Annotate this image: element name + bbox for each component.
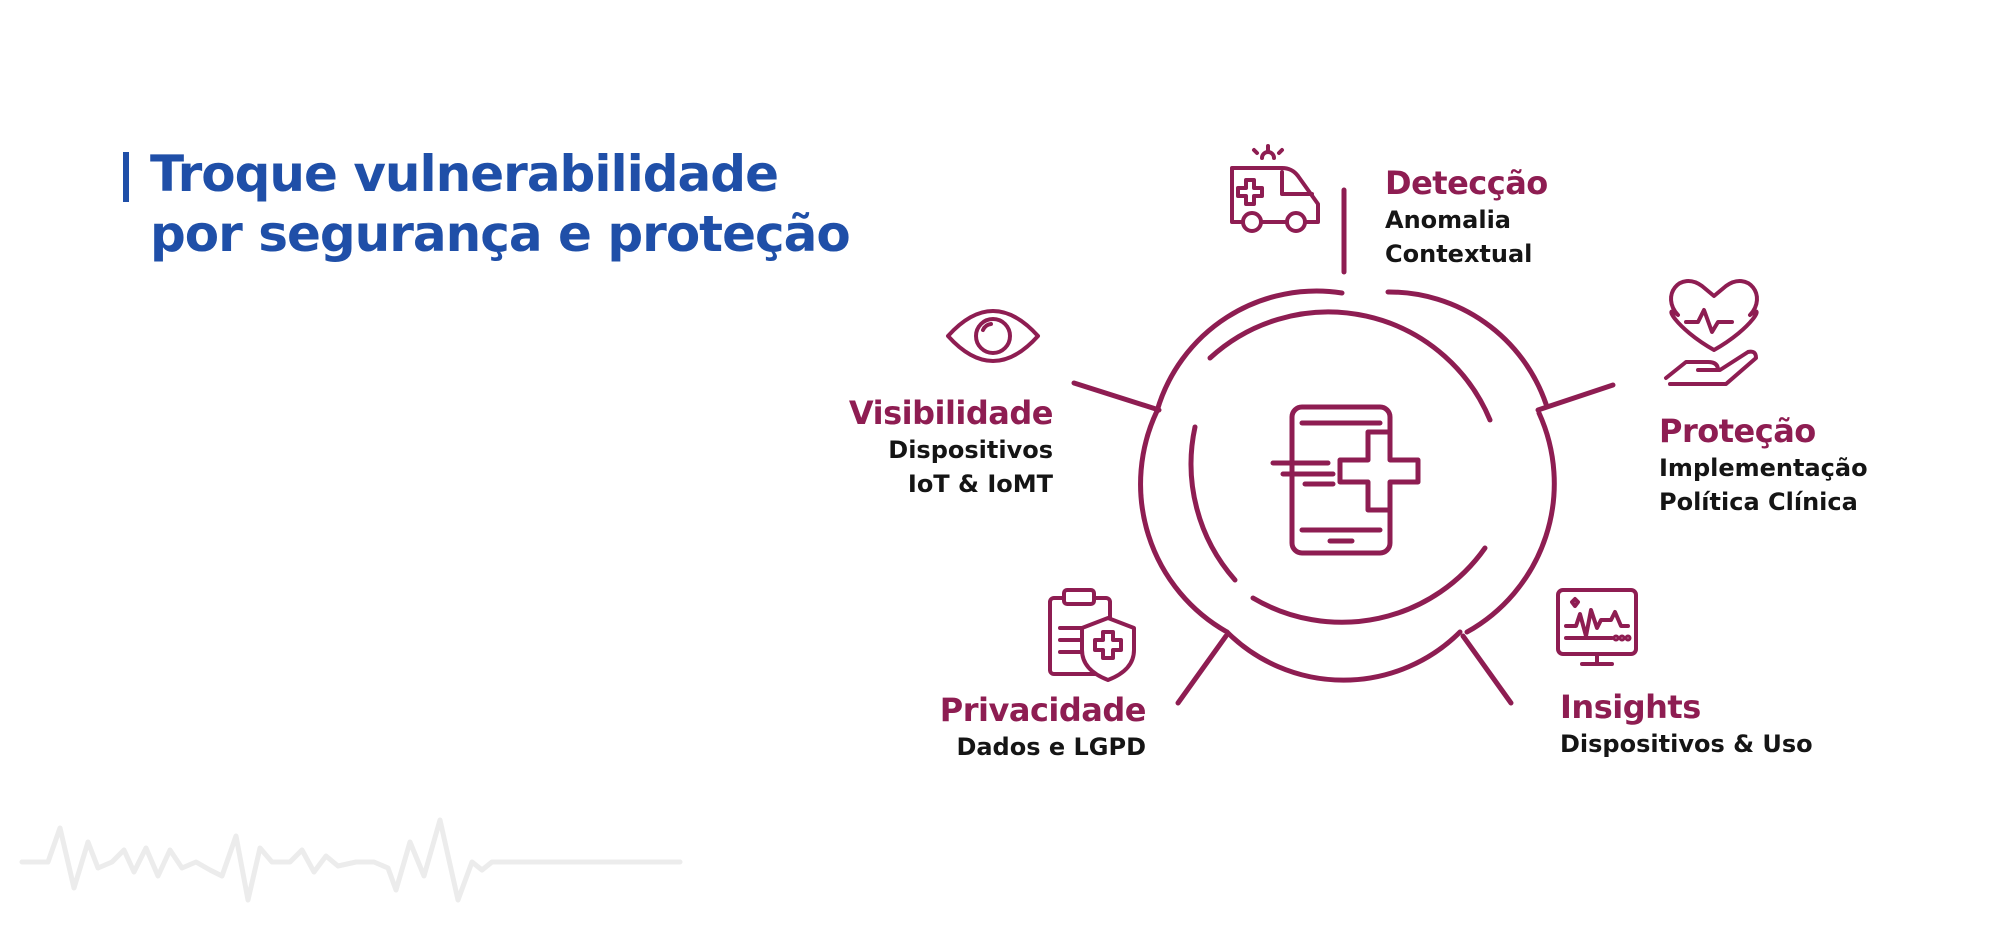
- headline: Troque vulnerabilidade por segurança e p…: [150, 144, 851, 264]
- segment-title: Privacidade: [939, 691, 1147, 729]
- ring-arc-left: [1138, 408, 1230, 635]
- segment-protecao: Proteção Implementação Política Clínica: [1659, 411, 1868, 519]
- segment-line-1: Dados e LGPD: [956, 733, 1146, 761]
- headline-line-2: por segurança e proteção: [150, 205, 851, 263]
- segment-title: Proteção: [1659, 412, 1816, 450]
- segment-line-2: Política Clínica: [1659, 488, 1858, 516]
- segment-line-1: Implementação: [1659, 454, 1868, 482]
- spoke-left: [1071, 380, 1162, 413]
- inner-arc-top: [1207, 309, 1493, 423]
- ring-arc-top-left: [1154, 288, 1345, 414]
- eye-icon: [946, 309, 1040, 363]
- spoke-bottom-right: [1460, 633, 1514, 706]
- inner-arc-left: [1188, 424, 1238, 583]
- spoke-right: [1535, 382, 1616, 413]
- tablet-medical-cross-icon: [1270, 404, 1421, 556]
- segment-visibilidade: Visibilidade Dispositivos IoT & IoMT: [848, 393, 1054, 501]
- segment-deteccao: Detecção Anomalia Contextual: [1385, 163, 1548, 271]
- spoke-bottom-left: [1175, 633, 1229, 706]
- ring-arc-bottom: [1224, 629, 1463, 683]
- inner-arc-bottom: [1250, 545, 1488, 625]
- segment-line-1: Dispositivos: [888, 436, 1053, 464]
- segment-privacidade: Privacidade Dados e LGPD: [939, 690, 1147, 764]
- headline-line-1: Troque vulnerabilidade: [150, 145, 779, 203]
- segment-line-1: Anomalia: [1385, 206, 1511, 234]
- ambulance-icon: [1230, 144, 1320, 233]
- heart-hand-icon: [1664, 279, 1759, 386]
- ecg-watermark: [19, 817, 683, 903]
- monitor-ecg-icon: [1556, 588, 1638, 666]
- clipboard-shield-icon: [1048, 588, 1136, 682]
- headline-accent-bar: [123, 152, 129, 202]
- segment-line-2: IoT & IoMT: [907, 470, 1053, 498]
- segment-title: Detecção: [1385, 164, 1548, 202]
- ring-arc-top-right: [1385, 289, 1549, 407]
- segment-line-2: Contextual: [1385, 240, 1533, 268]
- segment-title: Insights: [1560, 688, 1701, 726]
- segment-line-1: Dispositivos & Uso: [1560, 730, 1813, 758]
- segment-insights: Insights Dispositivos & Uso: [1560, 687, 1813, 761]
- segment-title: Visibilidade: [848, 394, 1054, 432]
- ring-arc-right: [1464, 410, 1557, 635]
